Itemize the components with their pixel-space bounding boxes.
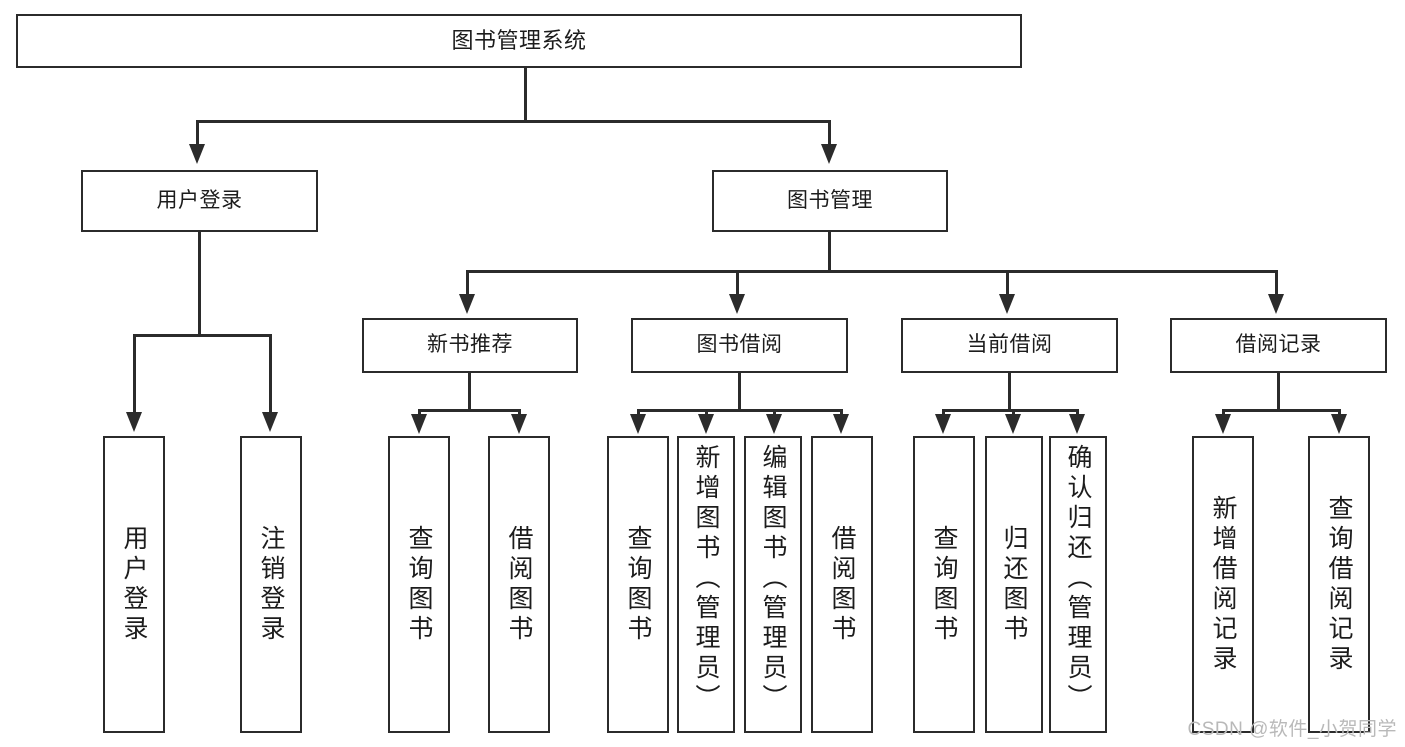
connector-bookmgmt-bar	[466, 270, 1278, 273]
connector-root-bar	[196, 120, 830, 123]
connector-borrow-to-leaf4	[840, 409, 843, 416]
leaf-records-query-record[interactable]: 查询借阅记录	[1308, 436, 1370, 733]
connector-login-stem	[198, 232, 201, 334]
connector-root-to-login	[196, 120, 199, 146]
connector-login-to-leaf1	[133, 334, 136, 414]
connector-root-stem	[524, 68, 527, 122]
node-label: 查询图书	[624, 524, 652, 645]
connector-records-bar	[1222, 409, 1341, 412]
connector-borrow-to-leaf2	[705, 409, 708, 416]
node-label: 查询图书	[930, 524, 958, 645]
connector-records-to-leaf1	[1222, 409, 1225, 416]
node-label: 借阅图书	[828, 524, 856, 645]
leaf-current-confirm-return-admin[interactable]: 确认归还（管理员）	[1049, 436, 1107, 733]
arrow-borrow-to-leaf2	[698, 414, 714, 434]
arrow-borrow-to-leaf4	[833, 414, 849, 434]
node-book-management[interactable]: 图书管理	[712, 170, 948, 232]
leaf-borrow-add-book-admin[interactable]: 新增图书（管理员）	[677, 436, 735, 733]
arrow-newbook-to-leaf1	[411, 414, 427, 434]
arrow-login-to-leaf1	[126, 412, 142, 432]
arrow-bookmgmt-to-records	[1268, 294, 1284, 314]
node-label: 新书推荐	[427, 333, 513, 357]
node-label: 借阅记录	[1235, 333, 1322, 357]
leaf-current-query-book[interactable]: 查询图书	[913, 436, 975, 733]
arrow-borrow-to-leaf3	[766, 414, 782, 434]
connector-newbook-to-leaf1	[418, 409, 421, 416]
leaf-borrow-query-book[interactable]: 查询图书	[607, 436, 669, 733]
connector-newbook-bar	[418, 409, 521, 412]
connector-current-stem	[1008, 373, 1011, 411]
connector-bookmgmt-to-records	[1275, 270, 1278, 296]
leaf-borrow-borrow-book[interactable]: 借阅图书	[811, 436, 873, 733]
node-label: 借阅图书	[505, 524, 533, 645]
connector-bookmgmt-to-newbook	[466, 270, 469, 296]
node-label: 新增借阅记录	[1209, 494, 1237, 675]
connector-current-to-leaf1	[942, 409, 945, 416]
node-label: 用户登录	[156, 188, 243, 212]
node-label: 确认归还（管理员）	[1064, 444, 1092, 714]
node-label: 新增图书（管理员）	[692, 444, 720, 714]
connector-current-bar	[942, 409, 1079, 412]
leaf-borrow-edit-book-admin[interactable]: 编辑图书（管理员）	[744, 436, 802, 733]
leaf-current-return-book[interactable]: 归还图书	[985, 436, 1043, 733]
arrow-records-to-leaf2	[1331, 414, 1347, 434]
leaf-logout[interactable]: 注销登录	[240, 436, 302, 733]
node-label: 当前借阅	[966, 333, 1053, 357]
node-label: 编辑图书（管理员）	[759, 444, 787, 714]
node-user-login[interactable]: 用户登录	[81, 170, 318, 232]
node-root-system[interactable]: 图书管理系统	[16, 14, 1022, 68]
node-label: 图书管理	[787, 188, 873, 212]
connector-bookmgmt-stem	[828, 232, 831, 272]
connector-root-to-bookmgmt	[828, 120, 831, 146]
node-label: 查询图书	[405, 524, 433, 645]
arrow-current-to-leaf1	[935, 414, 951, 434]
arrow-newbook-to-leaf2	[511, 414, 527, 434]
arrow-root-to-login	[189, 144, 205, 164]
arrow-bookmgmt-to-newbook	[459, 294, 475, 314]
node-label: 用户登录	[120, 524, 148, 645]
connector-login-bar	[133, 334, 269, 337]
connector-records-stem	[1277, 373, 1280, 411]
arrow-records-to-leaf1	[1215, 414, 1231, 434]
connector-newbook-to-leaf2	[518, 409, 521, 416]
connector-newbook-stem	[468, 373, 471, 411]
node-borrow-records[interactable]: 借阅记录	[1170, 318, 1387, 373]
arrow-current-to-leaf2	[1005, 414, 1021, 434]
node-label: 注销登录	[257, 524, 285, 645]
arrow-current-to-leaf3	[1069, 414, 1085, 434]
leaf-user-login[interactable]: 用户登录	[103, 436, 165, 733]
arrow-bookmgmt-to-borrow	[729, 294, 745, 314]
leaf-newbook-borrow-book[interactable]: 借阅图书	[488, 436, 550, 733]
connector-current-to-leaf2	[1012, 409, 1015, 416]
connector-bookmgmt-to-current	[1006, 270, 1009, 296]
arrow-bookmgmt-to-current	[999, 294, 1015, 314]
node-label: 查询借阅记录	[1325, 494, 1353, 675]
leaf-records-add-record[interactable]: 新增借阅记录	[1192, 436, 1254, 733]
node-current-borrow[interactable]: 当前借阅	[901, 318, 1118, 373]
node-label: 图书管理系统	[451, 28, 587, 54]
connector-borrow-bar	[637, 409, 843, 412]
node-book-borrow[interactable]: 图书借阅	[631, 318, 848, 373]
node-new-book-recommend[interactable]: 新书推荐	[362, 318, 578, 373]
connector-current-to-leaf3	[1076, 409, 1079, 416]
leaf-newbook-query-book[interactable]: 查询图书	[388, 436, 450, 733]
arrow-login-to-leaf2	[262, 412, 278, 432]
connector-borrow-to-leaf1	[637, 409, 640, 416]
connector-login-to-leaf2	[269, 334, 272, 414]
connector-records-to-leaf2	[1338, 409, 1341, 416]
connector-borrow-stem	[738, 373, 741, 411]
connector-borrow-to-leaf3	[773, 409, 776, 416]
node-label: 图书借阅	[696, 333, 783, 357]
arrow-borrow-to-leaf1	[630, 414, 646, 434]
node-label: 归还图书	[1000, 524, 1028, 645]
arrow-root-to-bookmgmt	[821, 144, 837, 164]
connector-bookmgmt-to-borrow	[736, 270, 739, 296]
